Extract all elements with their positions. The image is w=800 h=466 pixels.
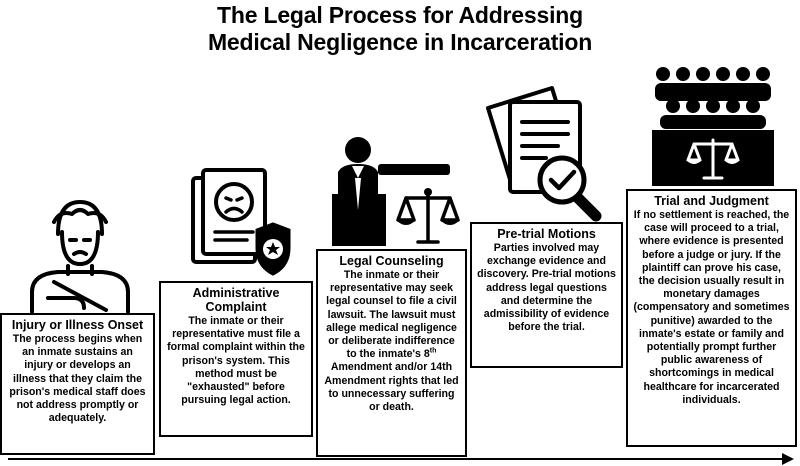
diagram-title: The Legal Process for Addressing Medical… <box>0 2 800 56</box>
step-description: The inmate or their representative may s… <box>323 269 460 414</box>
complaint-document-badge-icon <box>191 168 291 276</box>
timeline-arrow-line <box>8 458 786 460</box>
step-description: The process begins when an inmate sustai… <box>9 333 146 425</box>
step-title: Injury or Illness Onset <box>11 318 144 332</box>
step-description-superscript: th <box>429 347 437 355</box>
step-description: The inmate or their representative must … <box>167 315 305 407</box>
step-title: Trial and Judgment <box>654 194 769 208</box>
step-description: If no settlement is reached, the case wi… <box>633 209 790 406</box>
lawyer-scales-icon <box>332 137 460 246</box>
step-description-part-2: Amendment and/or 14th Amendment rights t… <box>324 361 459 414</box>
step-description-part-1: The inmate or their representative may s… <box>326 269 457 361</box>
step-title: Legal Counseling <box>339 254 444 268</box>
step-legal-counseling: Legal Counseling The inmate or their rep… <box>316 249 467 457</box>
step-title: Administrative Complaint <box>192 286 280 314</box>
step-pretrial-motions: Pre-trial Motions Parties involved may e… <box>470 222 623 368</box>
injured-person-icon <box>30 200 130 314</box>
step-injury-onset: Injury or Illness Onset The process begi… <box>0 313 155 455</box>
title-line-1: The Legal Process for Addressing <box>217 2 583 28</box>
jury-courtroom-icon <box>652 67 774 186</box>
step-title: Pre-trial Motions <box>497 227 596 241</box>
step-trial-judgment: Trial and Judgment If no settlement is r… <box>626 189 797 447</box>
documents-magnifier-icon <box>486 86 602 222</box>
timeline-arrow-head <box>782 453 794 465</box>
title-line-2: Medical Negligence in Incarceration <box>207 29 593 55</box>
step-administrative-complaint: Administrative Complaint The inmate or t… <box>159 281 313 437</box>
step-description: Parties involved may exchange evidence a… <box>477 242 616 334</box>
